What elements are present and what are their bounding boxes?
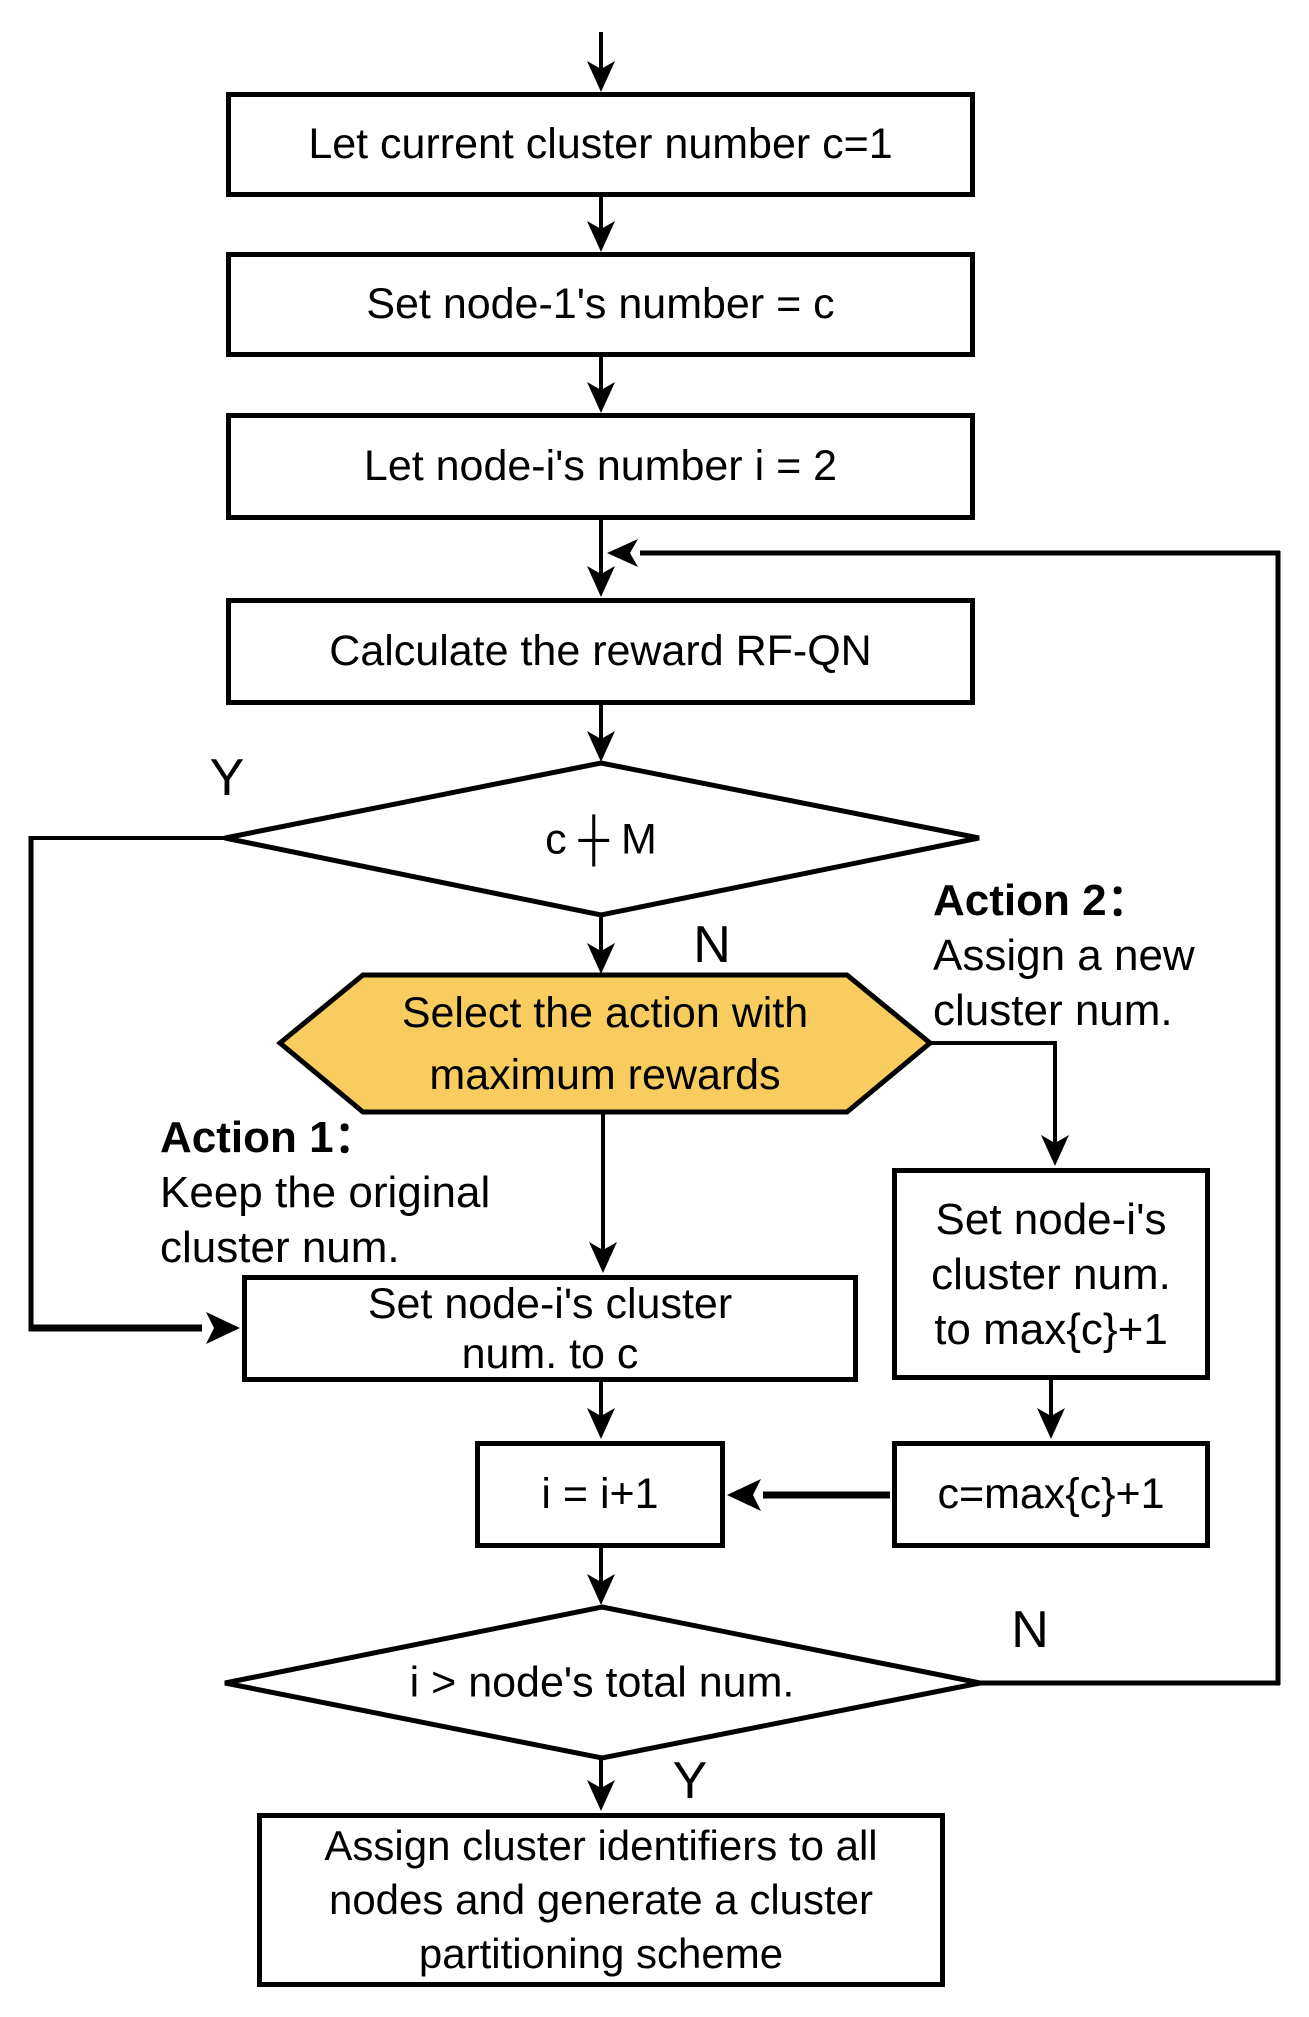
step-label: Calculate the reward RF-QN [329, 627, 872, 676]
arrowhead-down-icon [587, 1408, 615, 1439]
step-update-c: c=max{c}+1 [892, 1441, 1210, 1548]
arrowhead-down-icon [587, 382, 615, 413]
action1-heading: Action 1： [160, 1113, 378, 1162]
step-label: cluster num. [931, 1249, 1171, 1299]
arrowhead-down-icon [587, 566, 615, 597]
hexagon-line: Select the action with [401, 988, 809, 1037]
arrowhead-down-icon [587, 943, 615, 974]
hexagon-line: maximum rewards [429, 1050, 781, 1099]
step-init-cluster-number: Let current cluster number c=1 [226, 92, 975, 197]
arrowhead-down-icon [587, 221, 615, 252]
step-assign-identifiers: Assign cluster identifiers to all nodes … [257, 1813, 945, 1987]
step-label: partitioning scheme [418, 1930, 784, 1977]
arrowhead-right-icon [206, 1312, 240, 1344]
arrowhead-left-icon [727, 1479, 761, 1511]
action2-annotation: Action 2： Assign a new cluster num. [933, 873, 1195, 1038]
step-label: Set node-1's number = c [366, 280, 835, 329]
hexagon-select-shape [276, 972, 934, 1115]
step-set-nodei-number: Let node-i's number i = 2 [226, 413, 975, 520]
step-label: Set node-i's cluster [367, 1279, 733, 1328]
branch-label-yes-bottom: Y [672, 1752, 708, 1810]
hexagon-select-label: Select the action with maximum rewards [280, 975, 930, 1112]
step-label: Let node-i's number i = 2 [363, 442, 838, 491]
arrowhead-down-icon [587, 731, 615, 762]
step-set-cluster-c: Set node-i's cluster num. to c [242, 1275, 858, 1382]
step-set-node1-number: Set node-1's number = c [226, 252, 975, 357]
step-calculate-reward: Calculate the reward RF-QN [226, 598, 975, 705]
arrowhead-down-icon [1037, 1408, 1065, 1439]
decision-c-m-label: c ┼ M [545, 815, 657, 864]
branch-label-no-top: N [693, 916, 731, 974]
arrowhead-down-icon [587, 1574, 615, 1605]
arrowhead-left-icon [607, 539, 638, 567]
decision-total-label: i > node's total num. [409, 1658, 795, 1707]
step-label: num. to c [461, 1329, 639, 1378]
action1-line: cluster num. [160, 1223, 400, 1272]
action2-line: Assign a new [933, 931, 1195, 980]
step-label: i = i+1 [541, 1470, 659, 1519]
arrowhead-down-icon [589, 1242, 617, 1273]
step-label: c=max{c}+1 [937, 1470, 1165, 1519]
step-label: to max{c}+1 [934, 1304, 1168, 1354]
branch-label-yes-top: Y [209, 749, 245, 807]
branch-label-no-bottom: N [1011, 1601, 1049, 1659]
action2-line: cluster num. [933, 986, 1173, 1035]
step-set-cluster-max: Set node-i's cluster num. to max{c}+1 [892, 1168, 1210, 1380]
step-label: Let current cluster number c=1 [308, 120, 893, 169]
step-label: Assign cluster identifiers to all [324, 1822, 878, 1869]
action1-line: Keep the original [160, 1168, 491, 1217]
step-label: nodes and generate a cluster [328, 1876, 874, 1923]
arrowhead-down-icon [587, 1780, 615, 1811]
action2-heading: Action 2： [933, 876, 1151, 925]
action1-annotation: Action 1： Keep the original cluster num. [160, 1110, 490, 1275]
step-label: Set node-i's [935, 1194, 1167, 1244]
arrowhead-down-icon [587, 61, 615, 92]
arrowhead-down-icon [1041, 1135, 1069, 1166]
step-increment-i: i = i+1 [475, 1441, 725, 1548]
